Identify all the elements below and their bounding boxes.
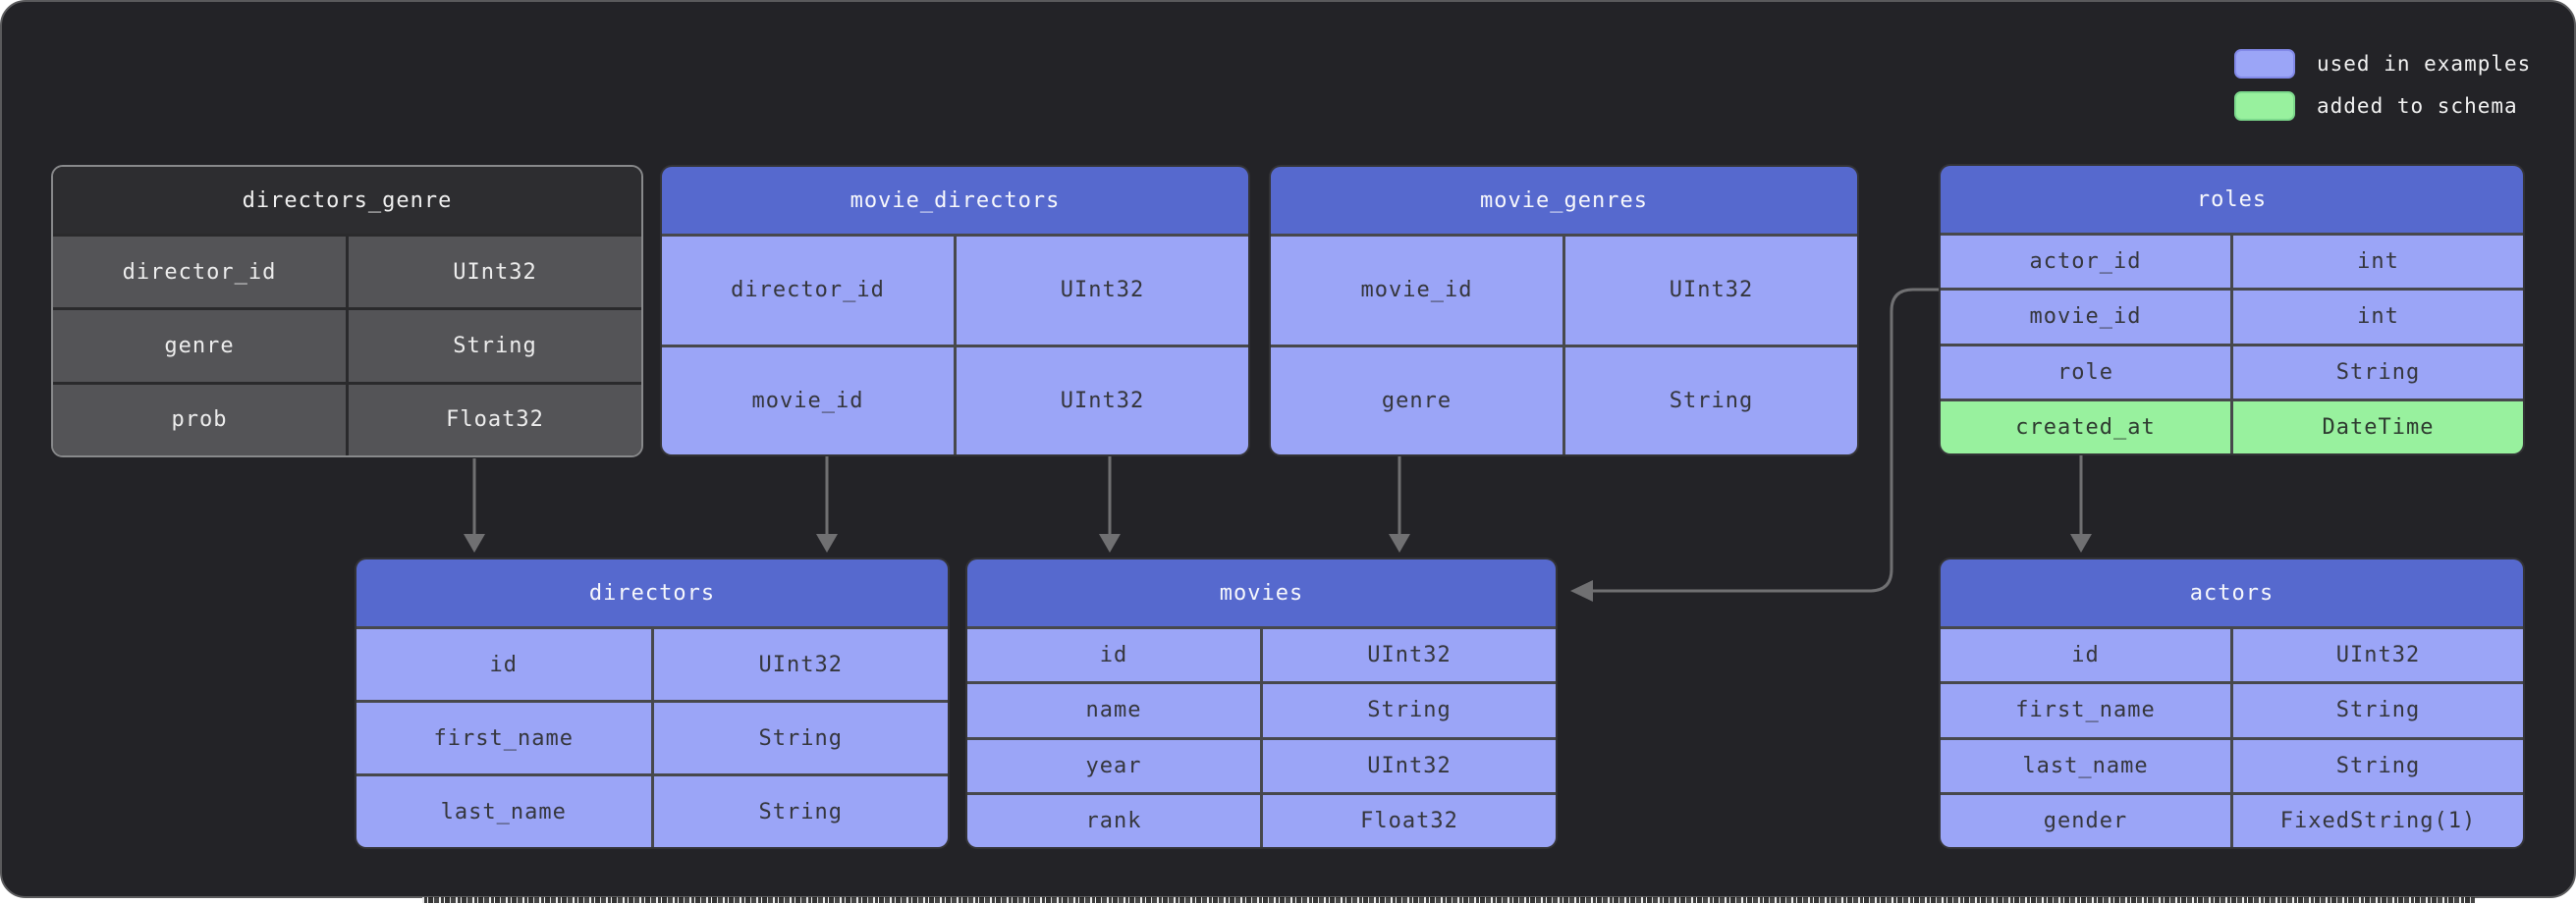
field-name-cell: name	[967, 684, 1260, 737]
field-name-cell: role	[1941, 346, 2230, 399]
field-type-cell: FixedString(1)	[2233, 794, 2523, 847]
field-type-cell: UInt32	[1263, 629, 1556, 682]
field-name-cell: first_name	[356, 703, 651, 773]
table-roles: roles actor_id int movie_id int role Str…	[1939, 164, 2525, 455]
field-type-cell: String	[1263, 684, 1556, 737]
table-row: last_name String	[356, 776, 948, 847]
table-title: movies	[967, 559, 1556, 626]
table-row: first_name String	[356, 703, 948, 773]
legend-label: added to schema	[2317, 94, 2518, 118]
field-name-cell: last_name	[356, 776, 651, 847]
field-type-cell: Float32	[349, 384, 641, 455]
field-type-cell: UInt32	[1263, 739, 1556, 792]
field-name-cell: created_at	[1941, 400, 2230, 453]
table-row: id UInt32	[967, 629, 1556, 682]
table-title: directors	[356, 559, 948, 626]
table-row: last_name String	[1941, 739, 2523, 792]
table-row: prob Float32	[53, 384, 641, 455]
table-row: movie_id UInt32	[662, 346, 1248, 454]
table-movie_genres: movie_genres movie_id UInt32 genre Strin…	[1269, 165, 1859, 456]
legend-item-used-in-examples: used in examples	[2234, 49, 2531, 79]
table-row: year UInt32	[967, 739, 1556, 792]
table-title: movie_genres	[1271, 167, 1857, 234]
field-type-cell: String	[2233, 684, 2523, 737]
field-name-cell: movie_id	[1271, 237, 1562, 345]
table-row: genre String	[1271, 346, 1857, 454]
field-name-cell: last_name	[1941, 739, 2230, 792]
field-type-cell: DateTime	[2233, 400, 2523, 453]
field-type-cell: UInt32	[957, 346, 1248, 454]
field-name-cell: year	[967, 739, 1260, 792]
field-name-cell: genre	[53, 310, 346, 382]
added-to-schema-swatch	[2234, 91, 2295, 121]
field-type-cell: Float32	[1263, 794, 1556, 847]
field-type-cell: String	[2233, 346, 2523, 399]
table-row: gender FixedString(1)	[1941, 794, 2523, 847]
table-title: movie_directors	[662, 167, 1248, 234]
field-type-cell: int	[2233, 291, 2523, 344]
field-name-cell: movie_id	[662, 346, 954, 454]
field-name-cell: gender	[1941, 794, 2230, 847]
table-row: movie_id UInt32	[1271, 237, 1857, 345]
field-name-cell: id	[1941, 629, 2230, 682]
table-directors: directors id UInt32 first_name String la…	[355, 558, 950, 849]
field-type-cell: String	[653, 776, 948, 847]
table-row: rank Float32	[967, 794, 1556, 847]
field-type-cell: String	[2233, 739, 2523, 792]
table-row: genre String	[53, 310, 641, 382]
table-row-added-to-schema: created_at DateTime	[1941, 400, 2523, 453]
clipped-text-strip	[422, 897, 2475, 903]
table-title: actors	[1941, 559, 2523, 626]
field-type-cell: String	[349, 310, 641, 382]
table-row: id UInt32	[356, 629, 948, 700]
table-movies: movies id UInt32 name String year UInt32…	[965, 558, 1558, 849]
field-name-cell: rank	[967, 794, 1260, 847]
field-name-cell: movie_id	[1941, 291, 2230, 344]
field-name-cell: id	[967, 629, 1260, 682]
table-row: id UInt32	[1941, 629, 2523, 682]
table-movie_directors: movie_directors director_id UInt32 movie…	[660, 165, 1250, 456]
used-in-examples-swatch	[2234, 49, 2295, 79]
table-row: actor_id int	[1941, 236, 2523, 289]
table-row: role String	[1941, 346, 2523, 399]
field-name-cell: actor_id	[1941, 236, 2230, 289]
table-row: director_id UInt32	[662, 237, 1248, 345]
legend-label: used in examples	[2317, 52, 2532, 76]
legend-item-added-to-schema: added to schema	[2234, 91, 2531, 121]
field-type-cell: UInt32	[2233, 629, 2523, 682]
table-row: director_id UInt32	[53, 237, 641, 308]
field-name-cell: director_id	[53, 237, 346, 308]
field-type-cell: int	[2233, 236, 2523, 289]
legend: used in examples added to schema	[2234, 49, 2531, 121]
field-name-cell: first_name	[1941, 684, 2230, 737]
table-directors_genre: directors_genre director_id UInt32 genre…	[51, 165, 643, 457]
field-type-cell: String	[653, 703, 948, 773]
field-name-cell: director_id	[662, 237, 954, 345]
field-name-cell: id	[356, 629, 651, 700]
field-name-cell: genre	[1271, 346, 1562, 454]
field-type-cell: UInt32	[1565, 237, 1857, 345]
field-type-cell: UInt32	[653, 629, 948, 700]
field-type-cell: UInt32	[957, 237, 1248, 345]
table-row: name String	[967, 684, 1556, 737]
table-row: first_name String	[1941, 684, 2523, 737]
field-name-cell: prob	[53, 384, 346, 455]
table-title: roles	[1941, 166, 2523, 233]
field-type-cell: String	[1565, 346, 1857, 454]
table-row: movie_id int	[1941, 291, 2523, 344]
field-type-cell: UInt32	[349, 237, 641, 308]
table-actors: actors id UInt32 first_name String last_…	[1939, 558, 2525, 849]
table-title: directors_genre	[53, 167, 641, 234]
